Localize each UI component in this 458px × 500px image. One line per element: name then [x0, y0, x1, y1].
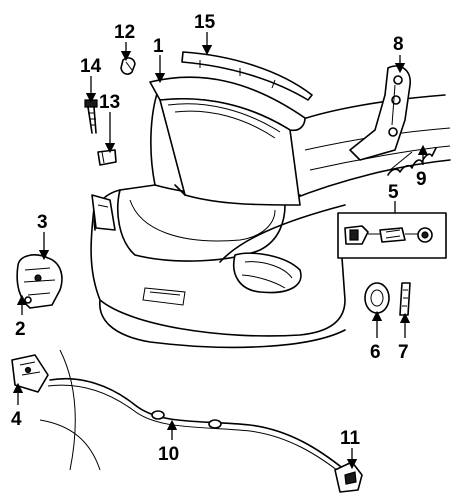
callout-8: 8 [393, 34, 404, 55]
callout-1: 1 [153, 36, 164, 57]
callout-3: 3 [37, 212, 48, 233]
callout-10: 10 [158, 444, 179, 465]
grommet [364, 282, 390, 314]
callout-2: 2 [15, 319, 26, 340]
lock-cylinder-set [337, 212, 447, 259]
callout-7: 7 [398, 342, 409, 363]
callout-6: 6 [370, 342, 381, 363]
callout-9: 9 [416, 169, 427, 190]
spoiler [181, 51, 313, 101]
clip [97, 149, 117, 166]
callout-leaders [12, 32, 429, 470]
callout-4: 4 [11, 409, 22, 430]
bumper-stop [120, 57, 136, 75]
callout-13: 13 [99, 92, 120, 113]
hinge [349, 65, 411, 161]
striker [11, 354, 49, 393]
callout-14: 14 [80, 56, 102, 77]
release-handle [334, 461, 363, 493]
trunk-lid [149, 76, 306, 206]
release-cable [39, 349, 346, 475]
latch [16, 254, 63, 309]
bolt [84, 99, 98, 134]
callout-5: 5 [388, 182, 399, 203]
callout-11: 11 [340, 428, 361, 449]
torsion-spring [387, 147, 437, 176]
callout-12: 12 [114, 22, 135, 43]
seal-strip [399, 282, 411, 316]
callout-numbers: 1 2 3 4 5 6 7 8 9 10 11 12 13 14 15 [11, 12, 427, 465]
callout-15: 15 [194, 12, 216, 33]
